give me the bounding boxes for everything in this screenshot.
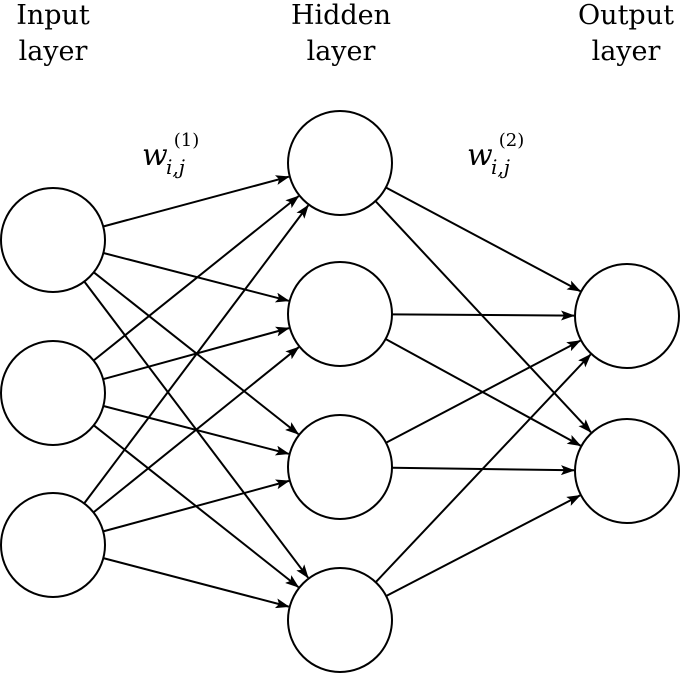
- hidden-layer-label-line2: layer: [307, 36, 376, 67]
- connection-arrow-hidden-2-to-output-1: [391, 310, 575, 321]
- input-neuron-1: [0, 187, 106, 293]
- connection-arrow-hidden-1-to-output-1: [385, 186, 582, 292]
- hidden-neuron-1: [287, 110, 393, 216]
- connection-arrow-input-1-to-hidden-2: [103, 252, 290, 303]
- input-neuron-3: [0, 492, 106, 598]
- input-layer-label-line2: layer: [19, 36, 88, 67]
- connection-arrow-hidden-4-to-output-1: [374, 353, 592, 583]
- weight-subscript: i,j: [166, 155, 185, 179]
- weight-superscript: (1): [174, 130, 200, 151]
- output-layer-label-line2: layer: [592, 36, 661, 67]
- output-neuron-1: [574, 263, 680, 369]
- hidden-neuron-3: [287, 414, 393, 520]
- connection-arrow-input-3-to-hidden-4: [103, 557, 290, 609]
- connection-arrow-input-3-to-hidden-1: [83, 204, 309, 505]
- weight-label-layer2: w (2) i,j: [467, 130, 529, 179]
- connection-arrow-input-3-to-hidden-3: [102, 479, 290, 533]
- weight-symbol: w: [142, 138, 168, 173]
- connection-arrow-hidden-1-to-output-2: [374, 200, 592, 433]
- input-neuron-2: [0, 340, 106, 446]
- hidden-neuron-2: [287, 261, 393, 367]
- output-neuron-2: [574, 418, 680, 524]
- neurons-group: [0, 110, 680, 673]
- hidden-neuron-4: [287, 567, 393, 673]
- hidden-layer-label-line1: Hidden: [291, 0, 391, 31]
- connection-arrow-hidden-3-to-output-1: [385, 339, 581, 444]
- weight-symbol: w: [467, 138, 493, 173]
- connections-group: [83, 175, 592, 609]
- input-layer-label-line1: Input: [16, 0, 90, 31]
- output-layer-label-line1: Output: [578, 0, 674, 31]
- connection-arrow-input-1-to-hidden-1: [102, 175, 290, 228]
- weight-label-layer1: w (1) i,j: [142, 130, 204, 179]
- weight-subscript: i,j: [491, 155, 510, 179]
- weight-superscript: (2): [499, 130, 525, 151]
- connection-arrow-input-2-to-hidden-1: [92, 195, 300, 362]
- connection-arrow-hidden-4-to-output-2: [385, 494, 581, 597]
- connection-arrow-input-3-to-hidden-2: [92, 346, 300, 514]
